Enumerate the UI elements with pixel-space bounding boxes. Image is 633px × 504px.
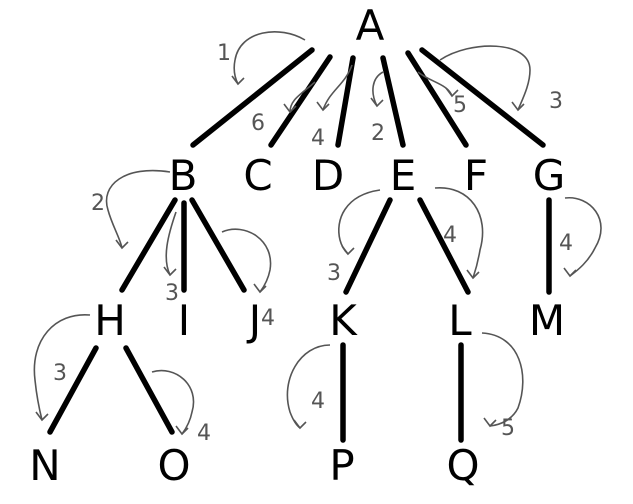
order-number-k-p: 4 xyxy=(311,389,325,414)
arrowhead-icon xyxy=(231,75,245,86)
node-e: E xyxy=(390,151,417,200)
node-i: I xyxy=(178,296,190,345)
node-a: A xyxy=(356,1,385,50)
arrowhead-icon xyxy=(283,103,297,114)
order-number-e-l: 4 xyxy=(443,223,457,248)
edge-h-n xyxy=(47,345,99,435)
order-arrow-b-j xyxy=(221,228,272,293)
arrowhead-icon xyxy=(293,419,307,430)
order-arrow-b-i xyxy=(165,211,177,276)
order-arrow-k-p xyxy=(286,344,331,429)
node-o: O xyxy=(157,441,190,490)
order-arrow-l-q xyxy=(481,332,524,427)
node-p: P xyxy=(329,441,354,490)
edge-a-e xyxy=(380,55,406,148)
node-c: C xyxy=(243,151,272,200)
node-h: H xyxy=(94,296,126,345)
edge-b-j xyxy=(189,197,247,293)
order-number-h-n: 3 xyxy=(53,361,67,386)
order-number-b-i: 3 xyxy=(165,281,179,306)
order-arrow-e-k xyxy=(338,189,381,255)
order-arrow-a-c xyxy=(289,81,316,113)
arrowhead-icon xyxy=(563,267,577,278)
order-number-a-f: 5 xyxy=(453,93,467,118)
arrowhead-icon xyxy=(341,245,355,256)
node-n: N xyxy=(29,441,60,490)
node-m: M xyxy=(529,296,565,345)
edges-layer xyxy=(47,47,552,443)
order-number-b-h: 2 xyxy=(91,191,105,216)
order-number-a-e: 2 xyxy=(371,121,385,146)
order-arrow-g-m xyxy=(564,197,602,277)
node-b: B xyxy=(169,151,198,200)
order-number-b-j: 4 xyxy=(261,306,275,331)
edge-e-k xyxy=(343,197,393,295)
edge-b-h xyxy=(119,197,178,293)
order-arrow-h-o xyxy=(151,369,195,435)
arrowhead-icon xyxy=(316,101,330,112)
edge-a-d xyxy=(335,55,356,148)
arrowhead-icon xyxy=(35,411,49,422)
node-f: F xyxy=(464,151,488,200)
arrowhead-icon xyxy=(175,425,189,436)
edge-e-l xyxy=(417,197,471,295)
order-numbers-layer: 1 6 4 2 5 3 2 3 4 3 4 4 3 4 4 5 xyxy=(53,41,573,446)
node-j: J xyxy=(246,296,261,345)
order-number-g-m: 4 xyxy=(559,231,573,256)
node-q: Q xyxy=(446,441,479,490)
order-arrow-a-d xyxy=(322,64,353,111)
edge-a-c xyxy=(268,54,333,148)
order-arrow-h-n xyxy=(33,314,91,421)
edge-a-g xyxy=(419,47,546,148)
annotation-arrows-layer xyxy=(33,31,602,436)
order-arrow-b-h xyxy=(105,169,171,249)
arrowhead-icon xyxy=(115,239,129,250)
order-number-a-g: 3 xyxy=(549,89,563,114)
arrowhead-icon xyxy=(253,283,267,294)
order-number-a-c: 6 xyxy=(251,111,265,136)
arrowhead-icon xyxy=(445,87,459,98)
node-l: L xyxy=(448,296,472,345)
arrowhead-icon xyxy=(163,266,177,277)
edge-a-f xyxy=(405,50,469,148)
arrowhead-icon xyxy=(370,97,384,108)
order-number-l-q: 5 xyxy=(501,416,515,441)
order-number-a-b: 1 xyxy=(217,41,231,66)
node-g: G xyxy=(533,151,566,200)
order-arrow-a-g xyxy=(439,45,531,111)
arrowhead-icon xyxy=(511,101,525,112)
order-number-h-o: 4 xyxy=(197,421,211,446)
edge-h-o xyxy=(123,345,175,435)
edge-a-b xyxy=(190,47,315,148)
arrowhead-icon xyxy=(466,269,480,280)
order-arrow-a-e xyxy=(372,71,384,107)
node-d: D xyxy=(312,151,344,200)
node-k: K xyxy=(329,296,358,345)
order-arrow-e-l xyxy=(434,187,484,279)
order-number-a-d: 4 xyxy=(311,126,325,151)
order-arrow-a-b xyxy=(233,31,306,85)
order-number-e-k: 3 xyxy=(327,261,341,286)
arrowhead-icon xyxy=(483,417,497,428)
